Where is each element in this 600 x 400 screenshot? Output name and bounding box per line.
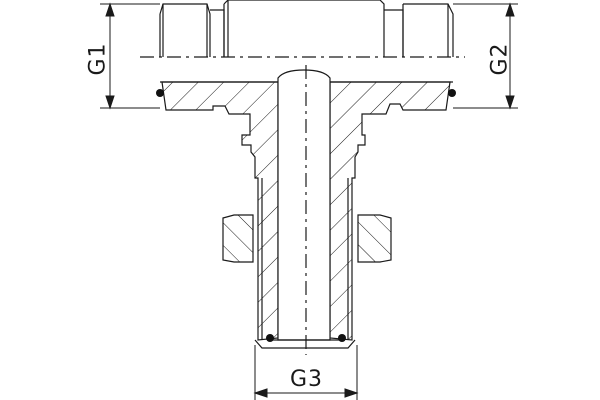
seal-bottom-right: [338, 334, 346, 342]
dimension-g2: [453, 2, 518, 110]
top-body-outline: [159, 0, 454, 57]
section-body-left: [161, 81, 279, 341]
dimension-label-g2: G2: [487, 42, 513, 76]
dimension-label-g3: G3: [290, 367, 324, 392]
o-ring-seals: [156, 89, 456, 342]
locknut-left: [222, 214, 254, 263]
locknut-right: [357, 214, 392, 263]
dimension-g1: [100, 2, 160, 110]
seal-bottom-left: [266, 334, 274, 342]
dimension-g3: [253, 345, 359, 400]
seal-left-port: [156, 89, 164, 97]
section-body-right: [329, 81, 451, 341]
seal-right-port: [448, 89, 456, 97]
vertical-bore: [277, 69, 331, 341]
dimension-label-g1: G1: [85, 42, 111, 76]
